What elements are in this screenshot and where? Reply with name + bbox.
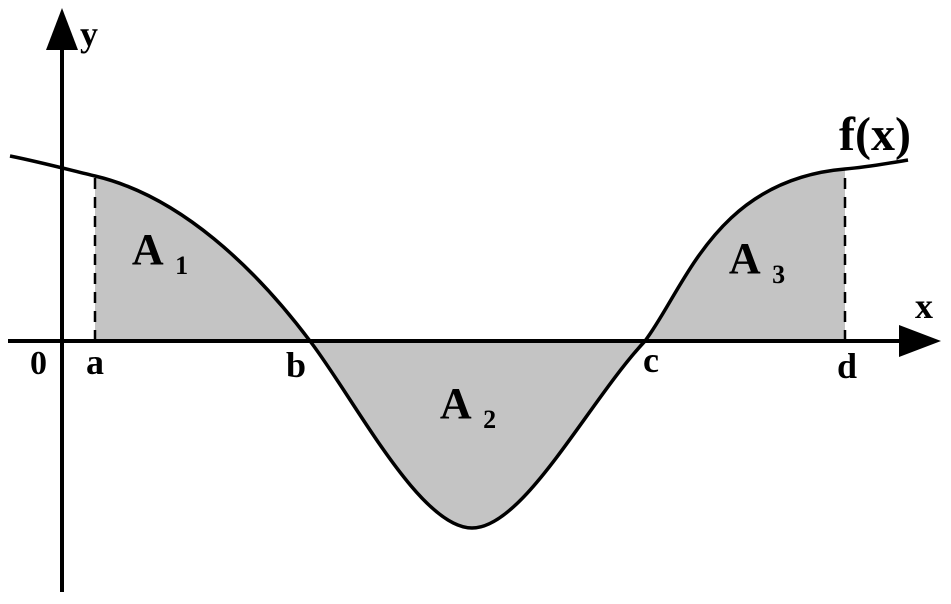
- area-label-2: A 2: [440, 379, 496, 434]
- y-axis-label: y: [80, 14, 98, 54]
- point-label-a: a: [86, 342, 104, 382]
- area-label-1: A 1: [132, 225, 188, 280]
- y-axis-arrow: [46, 8, 78, 50]
- function-label: f(x): [839, 108, 911, 161]
- area-label-3-sub: 3: [772, 260, 785, 289]
- area-label-1-sub: 1: [175, 251, 188, 280]
- area-label-3: A 3: [729, 234, 785, 289]
- point-label-b: b: [286, 345, 306, 385]
- point-label-c: c: [643, 340, 659, 380]
- area-label-2-sub: 2: [483, 405, 496, 434]
- area-label-2-name: A: [440, 379, 472, 428]
- area-region-3: [645, 169, 845, 341]
- area-label-1-name: A: [132, 225, 164, 274]
- point-label-d: d: [837, 346, 857, 386]
- x-axis-arrow: [899, 325, 941, 357]
- area-region-2: [310, 341, 645, 528]
- area-region-1: [95, 176, 310, 341]
- origin-label: 0: [30, 345, 47, 382]
- x-axis-label: x: [915, 286, 933, 326]
- area-label-3-name: A: [729, 234, 761, 283]
- function-curve: [9, 154, 909, 530]
